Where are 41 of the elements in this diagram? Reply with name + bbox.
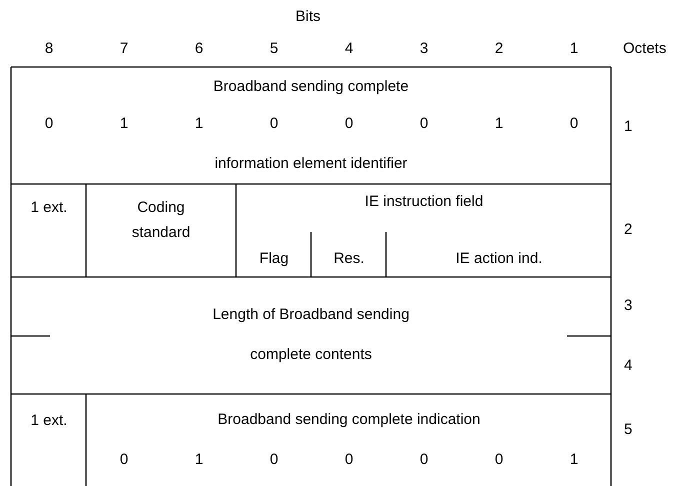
bit-value: 0 [44,114,54,134]
bit-number: 4 [344,39,354,59]
field-name: Flag [258,249,290,269]
bit-number: 1 [568,39,580,59]
octet-number: 3 [624,296,632,316]
bit-value: 0 [418,450,430,470]
bit-number: 5 [268,39,280,59]
field-name: IE action ind. [454,249,544,269]
field-name: Broadband sending complete [212,77,410,97]
axis-title: Bits [294,7,322,27]
bit-number: 3 [418,39,430,59]
field-name: IE instruction field [364,192,484,212]
bit-value: 0 [344,450,354,470]
bit-number: 6 [194,39,204,59]
octet-number: 4 [624,356,632,376]
bit-value: 0 [268,114,280,134]
bit-value: 1 [494,114,504,134]
bit-number: 2 [494,39,504,59]
bit-value: 1 [194,450,204,470]
field-name: Broadband sending complete indication [216,410,482,430]
bit-value: 1 [118,114,130,134]
bit-value: 0 [268,450,280,470]
field-name: 1 ext. [30,410,68,430]
bit-value: 0 [344,114,354,134]
octet-number: 2 [624,220,632,240]
field-name: Res. [332,249,366,269]
field-name: 1 ext. [30,198,68,218]
bit-value: 1 [568,450,580,470]
bit-value: 0 [418,114,430,134]
octets-heading: Octets [623,39,666,59]
bit-value: 0 [494,450,504,470]
bit-value: 0 [118,450,130,470]
bit-number: 8 [44,39,54,59]
field-name: information element identifier [214,154,408,174]
octet-number: 5 [624,420,632,440]
bit-number: 7 [118,39,130,59]
octet-number: 1 [624,117,632,137]
field-name: Length of Broadband sending complete contents [212,305,410,365]
bit-value: 1 [194,114,204,134]
field-name: Coding standard [130,198,192,242]
bit-value: 0 [568,114,580,134]
